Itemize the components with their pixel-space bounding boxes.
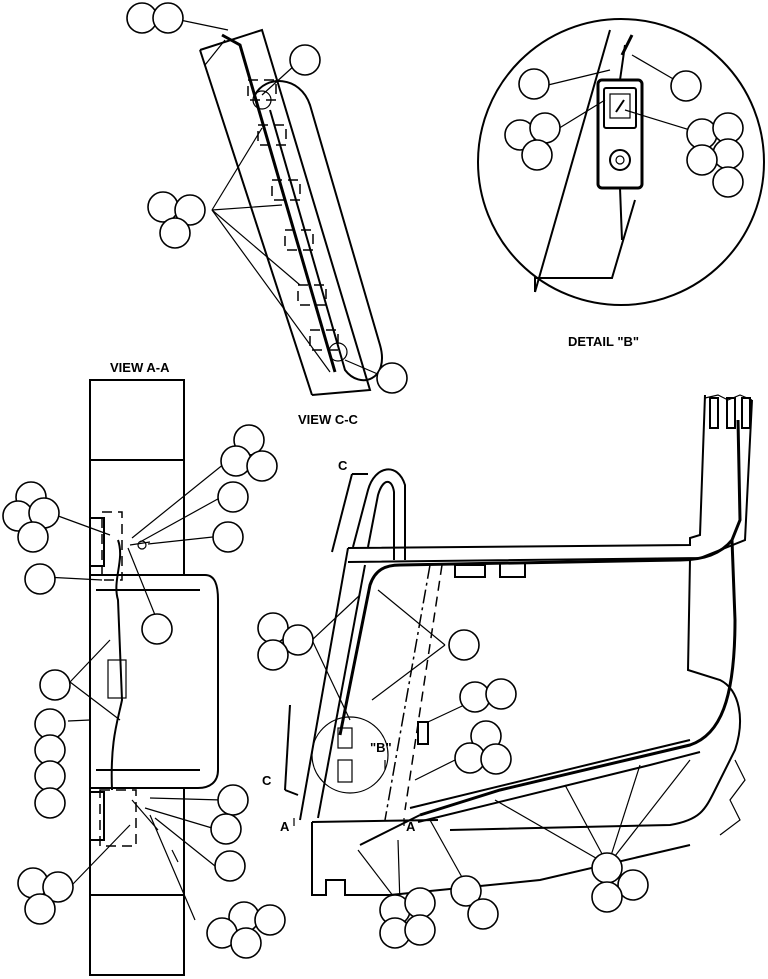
- view-aa-drawing: [44, 379, 236, 976]
- detail-b-label: DETAIL "B": [568, 334, 639, 349]
- section-a-left-label: A: [280, 819, 290, 834]
- section-c-bottom-label: C: [262, 773, 272, 788]
- view-aa-callouts: [2, 424, 286, 959]
- detail-b-reference-label: "B": [370, 740, 392, 755]
- detail-b-callouts: [504, 68, 744, 198]
- main-view-callouts: [257, 612, 649, 949]
- view-cc-callouts: [126, 2, 408, 394]
- view-cc-label: VIEW C-C: [298, 412, 359, 427]
- detail-b-drawing: [477, 18, 765, 306]
- main-view-drawing: [284, 394, 753, 906]
- view-cc-drawing: [179, 19, 383, 396]
- view-aa-label: VIEW A-A: [110, 360, 170, 375]
- section-a-right-label: A: [406, 819, 416, 834]
- section-c-top-label: C: [338, 458, 348, 473]
